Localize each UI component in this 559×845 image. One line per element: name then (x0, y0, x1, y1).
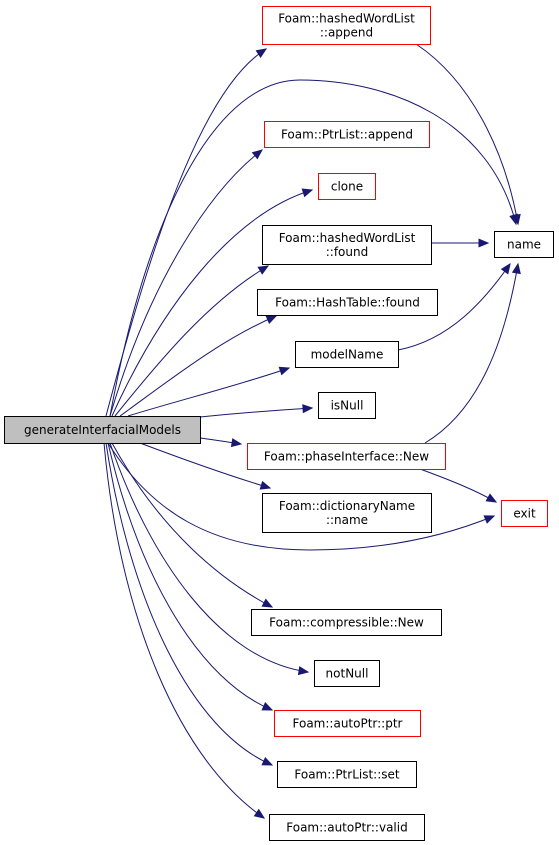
node-ptrlist-append[interactable]: Foam::PtrList::append (264, 121, 430, 148)
node-label-dictname-name-line1: Foam::dictionaryName (279, 499, 415, 513)
edge-root-to-autoptr-ptr (107, 442, 273, 711)
node-label-dictname-name-line2: ::name (326, 513, 368, 527)
node-isnull[interactable]: isNull (318, 392, 376, 419)
edge-root-to-notnull (109, 442, 309, 673)
edge-root-to-clone (111, 189, 313, 417)
nodes-layer: generateInterfacialModels Foam::hashedWor… (4, 6, 554, 841)
node-box-root (4, 416, 201, 444)
edge-arrowhead-root-to-hashtable-found (265, 315, 278, 324)
edge-arrowhead-root-to-isnull (302, 404, 314, 414)
node-box-phaseinterface-new (247, 443, 446, 470)
node-modelname[interactable]: modelName (295, 341, 399, 368)
node-label-ptrlist-set: Foam::PtrList::set (294, 768, 400, 782)
node-hwl-found[interactable]: Foam::hashedWordList::found (262, 225, 432, 265)
edge-arrowhead-root-to-phaseinterface-new (230, 438, 243, 448)
edge-root-to-ptrlist-set (105, 442, 273, 766)
edge-arrowhead-phaseinterface-new-to-name (511, 262, 521, 275)
node-hwl-append[interactable]: Foam::hashedWordList::append (262, 6, 431, 45)
edge-root-to-autoptr-valid (103, 442, 265, 819)
node-label-clone: clone (331, 180, 363, 194)
node-label-notnull: notNull (326, 667, 369, 681)
node-box-name (494, 231, 554, 258)
node-label-isnull: isNull (331, 399, 364, 413)
edge-arrowhead-root-to-hwl-append (255, 48, 268, 59)
node-box-notnull (314, 660, 380, 687)
node-label-autoptr-valid: Foam::autoPtr::valid (286, 821, 407, 835)
node-clone[interactable]: clone (318, 173, 376, 200)
edge-arrowhead-root-to-dictname-name (259, 480, 272, 490)
node-label-exit: exit (513, 507, 536, 521)
node-exit[interactable]: exit (501, 500, 548, 527)
edge-modelname-to-name (397, 263, 511, 351)
node-autoptr-ptr[interactable]: Foam::autoPtr::ptr (274, 710, 421, 737)
node-box-dictname-name (262, 493, 432, 533)
edge-arrowhead-root-to-ptrlist-set (261, 757, 274, 766)
node-label-root: generateInterfacialModels (24, 423, 181, 437)
edge-root-to-modelname (127, 367, 290, 417)
node-box-autoptr-valid (269, 814, 425, 841)
node-label-hwl-append-line2: ::append (320, 26, 373, 40)
edge-arrowhead-root-to-modelname (278, 366, 291, 376)
node-box-clone (318, 173, 376, 200)
node-compressible-new[interactable]: Foam::compressible::New (251, 609, 442, 636)
edge-root-to-ptrlist-append (109, 149, 263, 417)
edge-arrowhead-modelname-to-name (500, 262, 511, 275)
node-hashtable-found[interactable]: Foam::HashTable::found (257, 289, 438, 316)
edge-root-to-hwl-append (105, 48, 267, 417)
edge-phaseinterface-new-to-name (424, 263, 519, 444)
edge-root-to-isnull (199, 407, 313, 418)
edge-arrowhead-root-to-clone (301, 188, 314, 198)
edge-root-to-compressible-new (111, 442, 273, 608)
node-notnull[interactable]: notNull (314, 660, 380, 687)
edge-arrowhead-root-to-compressible-new (261, 598, 274, 608)
node-box-ptrlist-append (264, 121, 430, 148)
node-root[interactable]: generateInterfacialModels (4, 416, 201, 444)
node-box-hwl-found (262, 225, 432, 265)
node-label-hwl-found-line1: Foam::hashedWordList (279, 231, 416, 245)
edge-arrowhead-root-to-autoptr-ptr (261, 702, 274, 711)
node-phaseinterface-new[interactable]: Foam::phaseInterface::New (247, 443, 446, 470)
node-label-modelname: modelName (311, 348, 384, 362)
node-label-ptrlist-append: Foam::PtrList::append (281, 128, 413, 142)
node-dictname-name[interactable]: Foam::dictionaryName::name (262, 493, 432, 533)
edges-layer (103, 43, 521, 819)
edge-arrowhead-root-to-hwl-found (257, 265, 270, 275)
edge-arrowhead-hwl-found-to-name (478, 238, 490, 248)
node-autoptr-valid[interactable]: Foam::autoPtr::valid (269, 814, 425, 841)
node-box-hwl-append (262, 6, 431, 45)
edge-arrowhead-hwl-append-to-name (511, 213, 521, 226)
node-box-isnull (318, 392, 376, 419)
node-box-autoptr-ptr (274, 710, 421, 737)
edge-arrowhead-root-to-notnull (297, 666, 310, 676)
edge-root-to-dictname-name (139, 442, 271, 489)
edge-root-to-hwl-found (114, 265, 269, 417)
node-box-hashtable-found (257, 289, 438, 316)
node-box-compressible-new (251, 609, 442, 636)
node-label-hwl-found-line2: ::found (326, 245, 368, 259)
edge-arrowhead-root-to-autoptr-valid (253, 808, 266, 819)
node-box-modelname (295, 341, 399, 368)
node-label-hwl-append-line1: Foam::hashedWordList (278, 12, 415, 26)
edge-arrowhead-phaseinterface-new-to-exit (485, 493, 498, 503)
node-label-phaseinterface-new: Foam::phaseInterface::New (264, 450, 429, 464)
node-label-name: name (507, 238, 541, 252)
edge-arrowhead-root-to-exit (483, 515, 496, 524)
node-label-autoptr-ptr: Foam::autoPtr::ptr (293, 717, 403, 731)
edge-root-to-hashtable-found (119, 315, 277, 417)
edge-root-to-exit (107, 442, 495, 551)
node-ptrlist-set[interactable]: Foam::PtrList::set (277, 761, 417, 788)
node-label-compressible-new: Foam::compressible::New (269, 616, 424, 630)
node-name[interactable]: name (494, 231, 554, 258)
edge-arrowhead-root-to-ptrlist-append (251, 149, 264, 160)
edge-hwl-append-to-name (415, 43, 519, 225)
node-label-hashtable-found: Foam::HashTable::found (275, 296, 420, 310)
node-box-exit (501, 500, 548, 527)
edge-root-to-name (109, 79, 517, 417)
node-box-ptrlist-set (277, 761, 417, 788)
